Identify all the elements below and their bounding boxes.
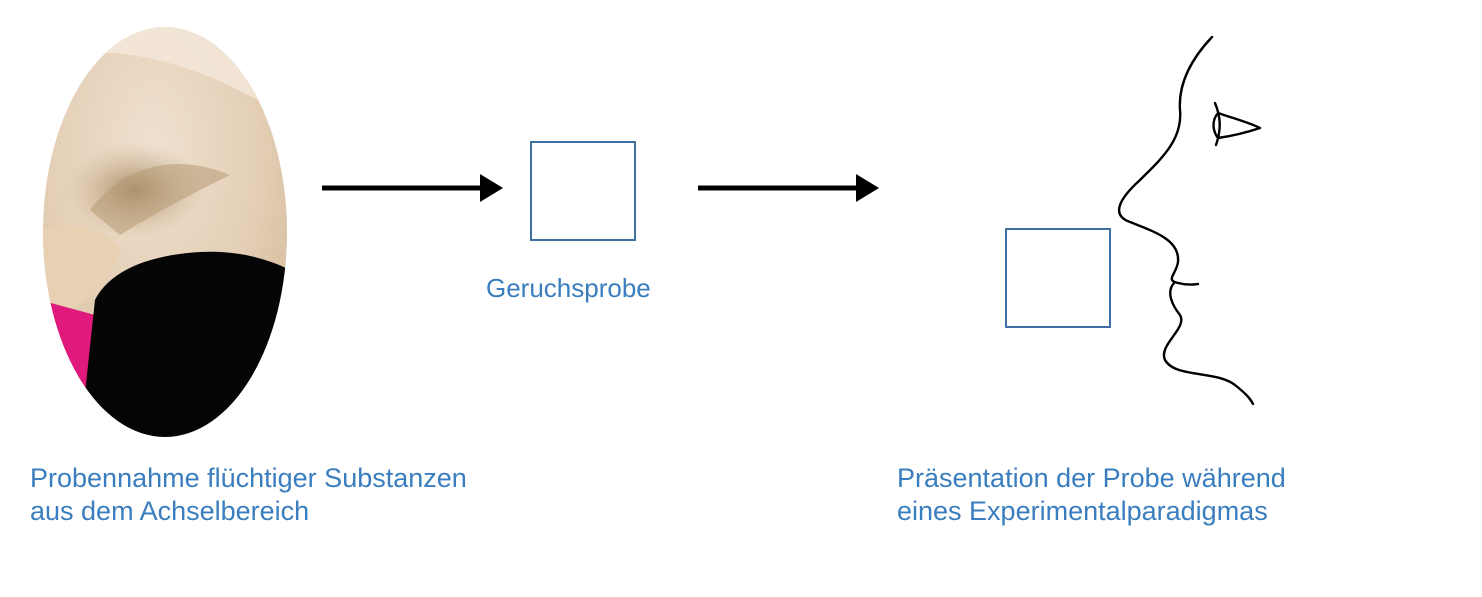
presentation-caption-line1: Präsentation der Probe während xyxy=(897,463,1286,493)
sampling-caption-line2: aus dem Achselbereich xyxy=(30,496,310,526)
sampling-caption: Probennahme flüchtiger Substanzen aus de… xyxy=(30,462,467,528)
face-profile-drawing xyxy=(1118,35,1262,406)
arrow-to-presentation xyxy=(698,174,879,202)
sampling-caption-line1: Probennahme flüchtiger Substanzen xyxy=(30,463,467,493)
sample-box xyxy=(530,141,636,241)
presented-sample-box xyxy=(1005,228,1111,328)
arrow-to-sample xyxy=(322,174,503,202)
presentation-caption: Präsentation der Probe während eines Exp… xyxy=(897,462,1286,528)
presentation-caption-line2: eines Experimentalparadigmas xyxy=(897,496,1268,526)
sample-label: Geruchsprobe xyxy=(486,273,651,303)
armpit-photo xyxy=(43,27,287,437)
